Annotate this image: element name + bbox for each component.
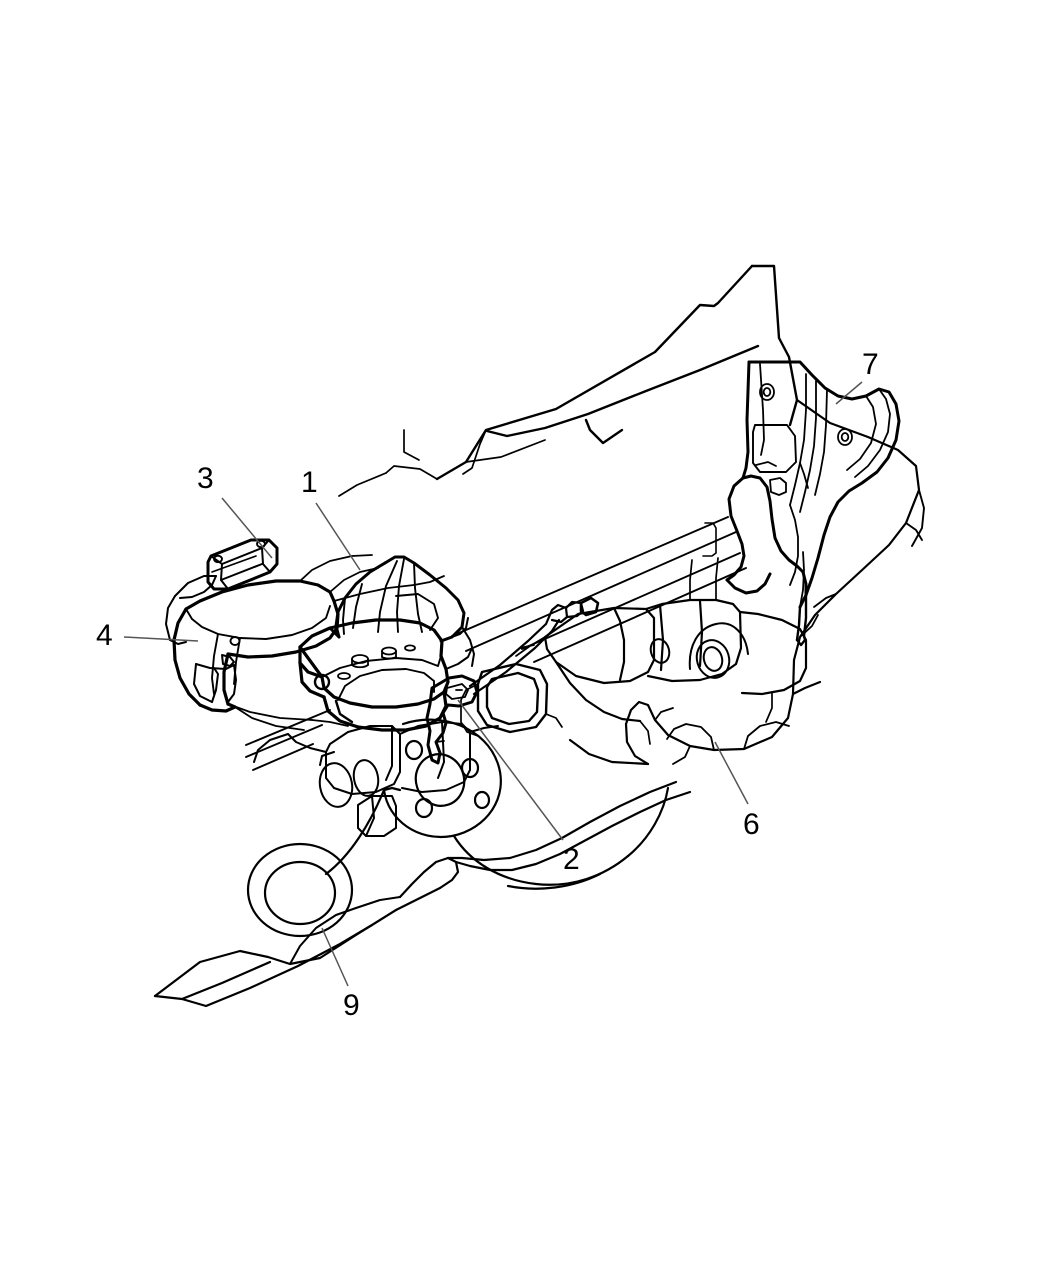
tray-fin-lines: [342, 558, 439, 635]
mid-panel-rect-opening: [476, 662, 549, 734]
hub-flange-disc: [382, 718, 502, 839]
tray-side-tab: [445, 617, 475, 670]
frame-rail-block: [253, 721, 499, 795]
tray-support-bracket: [172, 579, 340, 713]
lower-panel-round-hole: [246, 842, 354, 938]
left-upper-panel: [299, 554, 445, 602]
clamp-rod-tip: [579, 596, 600, 617]
leader-2: [457, 699, 564, 841]
leader-1: [315, 502, 361, 571]
cowl-lower-fold: [338, 429, 546, 497]
battery-body-line: [211, 555, 257, 573]
fender-lower-sweep: [324, 786, 670, 890]
bracket-edge-fold: [702, 522, 717, 557]
upper-reinforcement-bracket: [725, 360, 901, 609]
leader-6: [714, 741, 749, 805]
lower-rail-extension: [153, 780, 692, 1008]
hub-small-box: [357, 795, 397, 837]
left-lower-shelf: [227, 703, 349, 731]
bracket-front-slot: [193, 654, 237, 703]
leader-7: [835, 381, 863, 405]
lower-panel-curve: [289, 896, 401, 965]
hub-body-cylinders: [318, 751, 380, 808]
leader-4: [123, 636, 199, 642]
cowl-upper-panel: [435, 264, 799, 481]
panel-right-tail: [905, 489, 925, 547]
bracket-upper-face: [185, 605, 331, 695]
wheelhouse-panel-inner-edges: [654, 593, 837, 765]
bracket-bolt-holes: [759, 383, 853, 446]
leader-lines: [123, 381, 863, 987]
tray-inner-floor: [321, 655, 442, 701]
misc-structure-lines: [515, 557, 773, 745]
battery-terminals: [213, 539, 266, 564]
tray-front-lip: [313, 673, 354, 724]
panel-boss-holes: [649, 622, 749, 679]
leader-3: [221, 497, 273, 559]
callout-label-1: 1: [301, 466, 318, 499]
mid-structure-panel: [543, 598, 808, 723]
bracket-inner-detail: [755, 363, 891, 608]
callout-label-4: 4: [96, 619, 113, 652]
bracket-window-cutout: [752, 424, 797, 473]
callout-label-3: 3: [197, 462, 214, 495]
callout-label-2: 2: [563, 843, 580, 876]
wheelhouse-inner-panel: [568, 398, 921, 766]
leader-9: [321, 927, 349, 987]
callout-label-6: 6: [743, 808, 760, 841]
bracket-left-rounded-edge: [165, 575, 217, 645]
callout-label-9: 9: [343, 989, 360, 1022]
callout-label-7: 7: [862, 348, 879, 381]
tray-floor-bosses: [337, 644, 416, 680]
battery-tray: [298, 618, 450, 732]
